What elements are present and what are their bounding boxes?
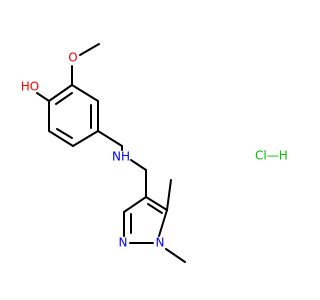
bond-benzene-1	[48, 84, 73, 102]
hcl-label: Cl—H	[255, 149, 288, 163]
bond-ether-oxygen-to-methyl	[79, 43, 100, 56]
pyrazole-methyls	[165, 179, 186, 263]
hydroxyl-label: HO	[21, 80, 39, 94]
bond-pyrazole-c5-n1	[158, 209, 168, 237]
pyrazole-n1-label: N	[156, 236, 165, 250]
double-bond-benzene-a	[55, 92, 73, 105]
bond-pyrazole-c3-c4	[123, 196, 147, 213]
bond-c5-methyl	[166, 179, 172, 211]
ether-oxygen-label: O	[68, 51, 77, 65]
hydrochloride: Cl—H	[255, 149, 288, 163]
bond-benzene-5	[48, 130, 74, 147]
structure-canvas: O HO NH N N Cl—H	[21, 43, 288, 263]
bond-benzene-4	[72, 130, 99, 147]
hydroxyl-group: HO	[21, 80, 50, 102]
bond-ring-to-hydroxyl	[36, 92, 50, 102]
bond-ring-to-ch2	[97, 130, 123, 147]
benzene-ring	[48, 84, 99, 147]
benzyl-amine-linker: NH	[97, 130, 147, 198]
double-bond-pyrazole-c4-c5	[147, 203, 163, 214]
bond-n1-methyl	[165, 248, 186, 263]
pyrazole-ring: N N	[119, 196, 168, 250]
bond-benzene-2	[71, 84, 99, 102]
molecule-diagram: O HO NH N N Cl—H	[21, 43, 288, 263]
double-bond-benzene-c	[56, 128, 73, 139]
bond-nh-to-ch2	[130, 159, 147, 171]
pyrazole-n2-label: N	[119, 236, 128, 250]
methoxy-group: O	[68, 43, 100, 86]
amine-label: NH	[112, 150, 130, 164]
bond-pyrazole-c4-c5	[145, 196, 168, 211]
